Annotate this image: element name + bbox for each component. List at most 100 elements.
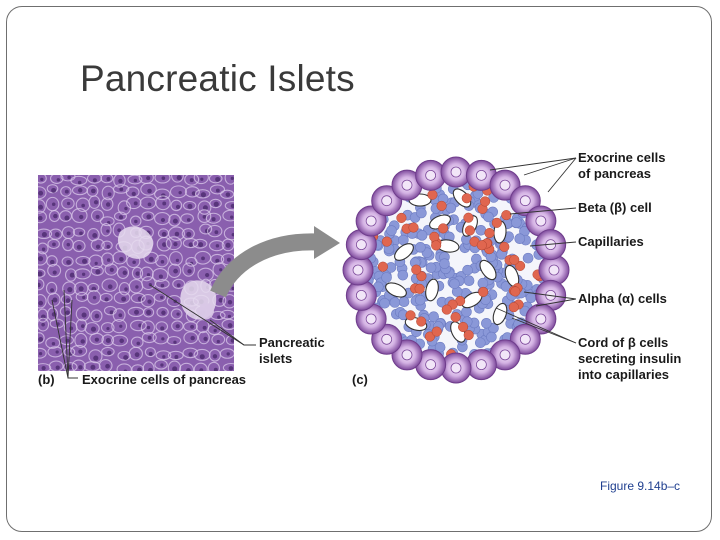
beta-cell	[523, 253, 533, 263]
micrograph-nucleus	[176, 324, 180, 328]
micrograph-nucleus	[53, 270, 57, 274]
micrograph-nucleus	[106, 230, 109, 233]
beta-cell	[416, 208, 426, 218]
micrograph-nucleus	[214, 230, 218, 234]
micrograph-nucleus	[213, 354, 217, 358]
micrograph-nucleus	[146, 310, 151, 315]
micrograph-nucleus	[161, 311, 165, 315]
alpha-cell	[464, 213, 474, 223]
alpha-cell	[429, 232, 439, 242]
micrograph-nucleus	[162, 176, 166, 180]
micrograph-nucleus	[38, 301, 43, 306]
micrograph-nucleus	[135, 352, 140, 357]
micrograph-nucleus	[57, 178, 60, 181]
micrograph-nucleus	[231, 204, 235, 208]
micrograph-nucleus	[79, 232, 83, 236]
micrograph-nucleus	[95, 262, 98, 265]
micrograph-nucleus	[148, 202, 152, 206]
micrograph-nucleus	[118, 313, 122, 317]
alpha-cell	[509, 255, 519, 265]
acinus-lumen	[402, 350, 412, 360]
micrograph-nucleus	[132, 260, 136, 264]
micrograph-nucleus	[228, 315, 231, 318]
micrograph-nucleus	[149, 352, 153, 356]
micrograph-nucleus	[38, 337, 43, 342]
micrograph-nucleus	[67, 243, 71, 247]
micrograph-nucleus	[214, 202, 219, 207]
beta-cell	[464, 276, 474, 286]
micrograph-nucleus	[92, 233, 97, 238]
beta-cell	[390, 298, 400, 308]
micrograph-nucleus	[227, 352, 230, 355]
acinus-lumen	[451, 167, 461, 177]
acinus-lumen	[366, 314, 376, 324]
micrograph-nucleus	[38, 191, 43, 196]
micrograph-nucleus	[106, 327, 109, 330]
acinus-lumen	[549, 265, 559, 275]
micrograph-nucleus	[52, 242, 56, 246]
micrograph-nucleus	[52, 342, 55, 345]
micrograph-nucleus	[147, 300, 151, 304]
acinus-lumen	[366, 216, 376, 226]
label-cord-line2: secreting insulin	[578, 351, 681, 366]
micrograph-nucleus	[94, 200, 98, 204]
micrograph-nucleus	[227, 258, 231, 262]
micrograph-nucleus	[215, 259, 219, 263]
alpha-cell	[465, 226, 475, 236]
micrograph-nucleus	[178, 191, 181, 194]
panel-b-exocrine-label: Exocrine cells of pancreas	[82, 372, 246, 387]
micrograph-nucleus	[56, 366, 60, 370]
micrograph-nucleus	[187, 269, 191, 273]
micrograph-nucleus	[78, 365, 82, 369]
micrograph-nucleus	[91, 189, 96, 194]
micrograph-nucleus	[132, 192, 136, 196]
acinus-lumen	[536, 314, 546, 324]
figure-caption: Figure 9.14b–c	[600, 479, 680, 493]
micrograph-nucleus	[78, 188, 82, 192]
micrograph-nucleus	[226, 243, 231, 248]
micrograph-nucleus	[200, 354, 205, 359]
micrograph-nucleus	[228, 323, 233, 328]
beta-cell	[386, 226, 396, 236]
micrograph-nucleus	[121, 297, 126, 302]
beta-cell	[449, 279, 459, 289]
beta-cell	[463, 265, 473, 275]
micrograph-nucleus	[231, 287, 234, 290]
micrograph-nucleus	[124, 287, 127, 290]
micrograph-nucleus	[65, 190, 69, 194]
alpha-cell	[397, 213, 407, 223]
alpha-cell	[480, 197, 490, 207]
micrograph-nucleus	[161, 284, 165, 288]
micrograph-nucleus	[38, 205, 43, 210]
micrograph-nucleus	[232, 233, 235, 236]
alpha-cell	[428, 190, 438, 200]
micrograph-nucleus	[174, 355, 178, 359]
acinus-lumen	[353, 265, 363, 275]
beta-cell	[515, 234, 525, 244]
micrograph-nucleus	[190, 178, 194, 182]
micrograph-nucleus	[52, 298, 57, 303]
acinus-lumen	[426, 170, 436, 180]
panel-b-label: (b)	[38, 372, 55, 387]
micrograph-nucleus	[162, 202, 166, 206]
micrograph-nucleus	[42, 247, 45, 250]
micrograph-nucleus	[135, 285, 138, 288]
beta-cell	[481, 318, 491, 328]
alpha-cell	[477, 240, 487, 250]
micrograph-nucleus	[147, 189, 152, 194]
panel-c-label: (c)	[352, 372, 368, 387]
micrograph-nucleus	[66, 260, 71, 265]
micrograph-nucleus	[160, 296, 163, 299]
micrograph-nucleus	[147, 273, 150, 276]
micrograph-nucleus	[187, 204, 192, 209]
micrograph-nucleus	[106, 338, 111, 343]
micrograph-nucleus	[173, 341, 176, 344]
micrograph-nucleus	[78, 181, 82, 185]
micrograph-nucleus	[201, 192, 206, 197]
micrograph-nucleus	[149, 257, 154, 262]
micrograph-nucleus	[190, 336, 194, 340]
micrograph-nucleus	[134, 201, 138, 205]
micrograph-nucleus	[67, 176, 71, 180]
micrograph-nucleus	[66, 298, 71, 303]
